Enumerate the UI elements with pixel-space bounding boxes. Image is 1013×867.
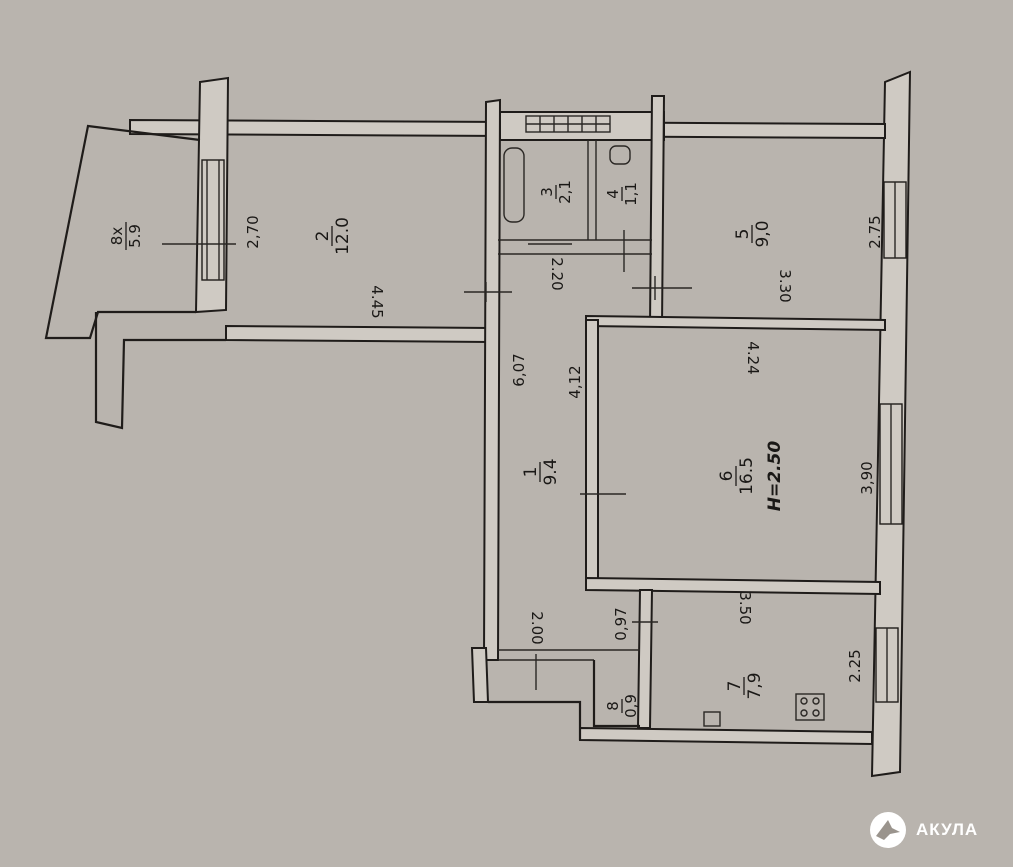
sink-icon xyxy=(703,711,721,727)
room-number: 6 xyxy=(717,471,737,482)
wall-entrance xyxy=(470,647,490,703)
wall-room2-bottom xyxy=(225,324,491,344)
room-label-balcony: 8x 5.9 xyxy=(108,222,144,250)
room-area: 5.9 xyxy=(126,224,144,248)
dim-6-07: 6,07 xyxy=(510,353,528,386)
dim-2-25: 2.25 xyxy=(846,649,864,682)
bathtub-icon xyxy=(503,147,525,223)
room-label-3: 3 2,1 xyxy=(538,180,574,204)
dim-2-00: 2.00 xyxy=(528,611,546,644)
dim-3-50: 3.50 xyxy=(736,591,754,624)
stove-burner-1 xyxy=(800,697,808,705)
room-number: 3 xyxy=(538,187,556,197)
watermark-text: АКУЛА xyxy=(916,820,979,839)
room-number: 7 xyxy=(725,681,745,692)
wall-room6-left xyxy=(585,319,599,583)
dim-0-97: 0,97 xyxy=(612,607,630,640)
room-number: 5 xyxy=(733,229,753,240)
room-area: 9,0 xyxy=(753,220,773,247)
balcony-outline xyxy=(44,124,201,340)
room-label-8: 8 0,9 xyxy=(604,694,640,718)
dim-2-75: 2.75 xyxy=(866,215,884,248)
room-label-2: 2 12.0 xyxy=(313,217,353,255)
walls xyxy=(44,70,912,778)
room-label-5: 5 9,0 xyxy=(733,220,773,247)
dim-2-20: 2.20 xyxy=(548,257,566,290)
room-area: 7,9 xyxy=(745,672,765,699)
room-labels: 8x 5.9 2 12.0 3 2,1 4 1,1 5 9,0 1 xyxy=(108,180,785,718)
watermark: АКУЛА xyxy=(868,806,978,854)
wall-room7-left xyxy=(636,589,654,729)
door-marks xyxy=(464,230,692,690)
wall-room6-bottom xyxy=(585,576,881,596)
toilet-icon xyxy=(609,145,631,165)
dim-2-70: 2,70 xyxy=(244,215,262,248)
bottom-left-corner xyxy=(488,700,582,740)
room-area: 12.0 xyxy=(333,217,353,255)
stove-burner-3 xyxy=(800,709,808,717)
room-label-7: 7 7,9 xyxy=(725,672,765,699)
room-label-4: 4 1,1 xyxy=(604,182,640,206)
shark-logo-icon xyxy=(870,812,906,848)
dimension-labels: 2,70 4.45 2.20 2.75 3.30 6,07 4,12 4.24 … xyxy=(244,215,884,682)
room-area: 1,1 xyxy=(622,182,640,206)
room-area: 9.4 xyxy=(541,458,561,485)
stove-burner-2 xyxy=(812,697,820,705)
room-number: 8x xyxy=(108,227,126,246)
room-area: 0,9 xyxy=(622,694,640,718)
windows xyxy=(201,159,907,703)
dim-4-45: 4.45 xyxy=(368,285,386,318)
window-balcony xyxy=(201,159,225,281)
wall-center-vertical xyxy=(482,98,502,661)
fixtures xyxy=(503,115,825,727)
room-number: 2 xyxy=(313,231,333,242)
room-number: 8 xyxy=(604,701,622,711)
pantry-outline xyxy=(592,660,640,728)
dim-3-90: 3,90 xyxy=(858,461,876,494)
wall-wc-right xyxy=(648,95,666,327)
dim-4-12: 4,12 xyxy=(566,365,584,398)
room-area: 2,1 xyxy=(556,180,574,204)
room-height: H=2.50 xyxy=(765,441,785,512)
room-label-6: 6 16.5 H=2.50 xyxy=(717,441,785,512)
dim-3-30: 3.30 xyxy=(776,269,794,302)
dim-4-24: 4.24 xyxy=(744,341,762,374)
room-number: 1 xyxy=(521,467,541,478)
room-label-1: 1 9.4 xyxy=(521,458,561,485)
room-area: 16.5 xyxy=(737,457,757,495)
exterior-wall-bottom xyxy=(579,726,873,746)
balcony-lower-wall xyxy=(94,312,226,430)
stove-icon xyxy=(795,693,825,721)
room-number: 4 xyxy=(604,189,622,199)
stove-burner-4 xyxy=(812,709,820,717)
wall-room5-bottom xyxy=(585,314,886,332)
